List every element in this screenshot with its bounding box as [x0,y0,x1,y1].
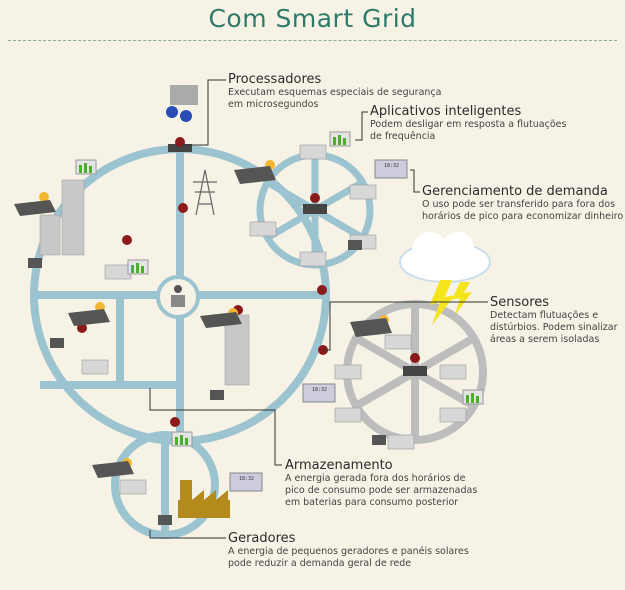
callout-desc: distúrbios. Podem sinalizar [490,322,618,333]
processor-icon [166,85,198,122]
callout-desc: pode reduzir a demanda geral de rede [228,558,412,569]
svg-text:18:32: 18:32 [312,387,327,393]
callout-title: Processadores [228,72,322,87]
callout-processadores: Processadores Executam esquemas especiai… [228,72,441,111]
callout-desc: pico de consumo pode ser armazenadas [285,485,478,496]
callout-desc: Podem desligar em resposta a flutuações [370,119,567,130]
callout-desc: A energia gerada fora dos horários de [285,473,466,484]
callout-desc: A energia de pequenos geradores e panéis… [228,546,469,557]
callout-desc: de frequência [370,131,436,142]
callout-gerenciamento: Gerenciamento de demanda O uso pode ser … [422,184,623,223]
callout-desc: Detectam flutuações e [490,310,599,321]
storm-cloud-icon [399,232,491,325]
callout-lines [149,79,488,539]
factory-icon [178,480,230,518]
svg-text:18:32: 18:32 [384,163,399,169]
callout-desc: em baterias para consumo posterior [285,497,459,508]
callout-title: Geradores [228,531,296,546]
callout-desc: horários de pico para economizar dinheir… [422,211,624,222]
meter-icons [229,159,408,492]
meter-time-text: 18:32 18:32 18:32 [239,163,399,482]
callout-title: Armazenamento [285,458,393,473]
transmission-tower-icon [193,169,217,216]
hub-icons [168,144,427,376]
building-icons [39,179,250,386]
callout-desc: Executam esquemas especiais de segurança [228,87,442,98]
house-icons [81,144,467,495]
callout-desc: áreas a serem isoladas [490,334,600,345]
callout-title: Gerenciamento de demanda [422,184,608,199]
callout-desc: em microsegundos [228,99,319,110]
callout-sensores: Sensores Detectam flutuações e distúrbio… [490,295,618,346]
callout-armazenamento: Armazenamento A energia gerada fora dos … [285,458,477,509]
page-title: Com Smart Grid [208,4,417,33]
callout-title: Sensores [490,295,550,310]
callout-geradores: Geradores A energia de pequenos geradore… [228,531,469,570]
solar-panel-icons [14,160,392,478]
smart-appliance-icons [75,131,484,447]
battery-icons [28,240,386,525]
callout-aplicativos: Aplicativos inteligentes Podem desligar … [370,104,566,143]
callout-desc: O uso pode ser transferido para fora dos [422,199,616,210]
svg-text:18:32: 18:32 [239,476,254,482]
control-center-icon [156,275,200,319]
title-divider [8,40,617,41]
callout-title: Aplicativos inteligentes [370,104,522,119]
